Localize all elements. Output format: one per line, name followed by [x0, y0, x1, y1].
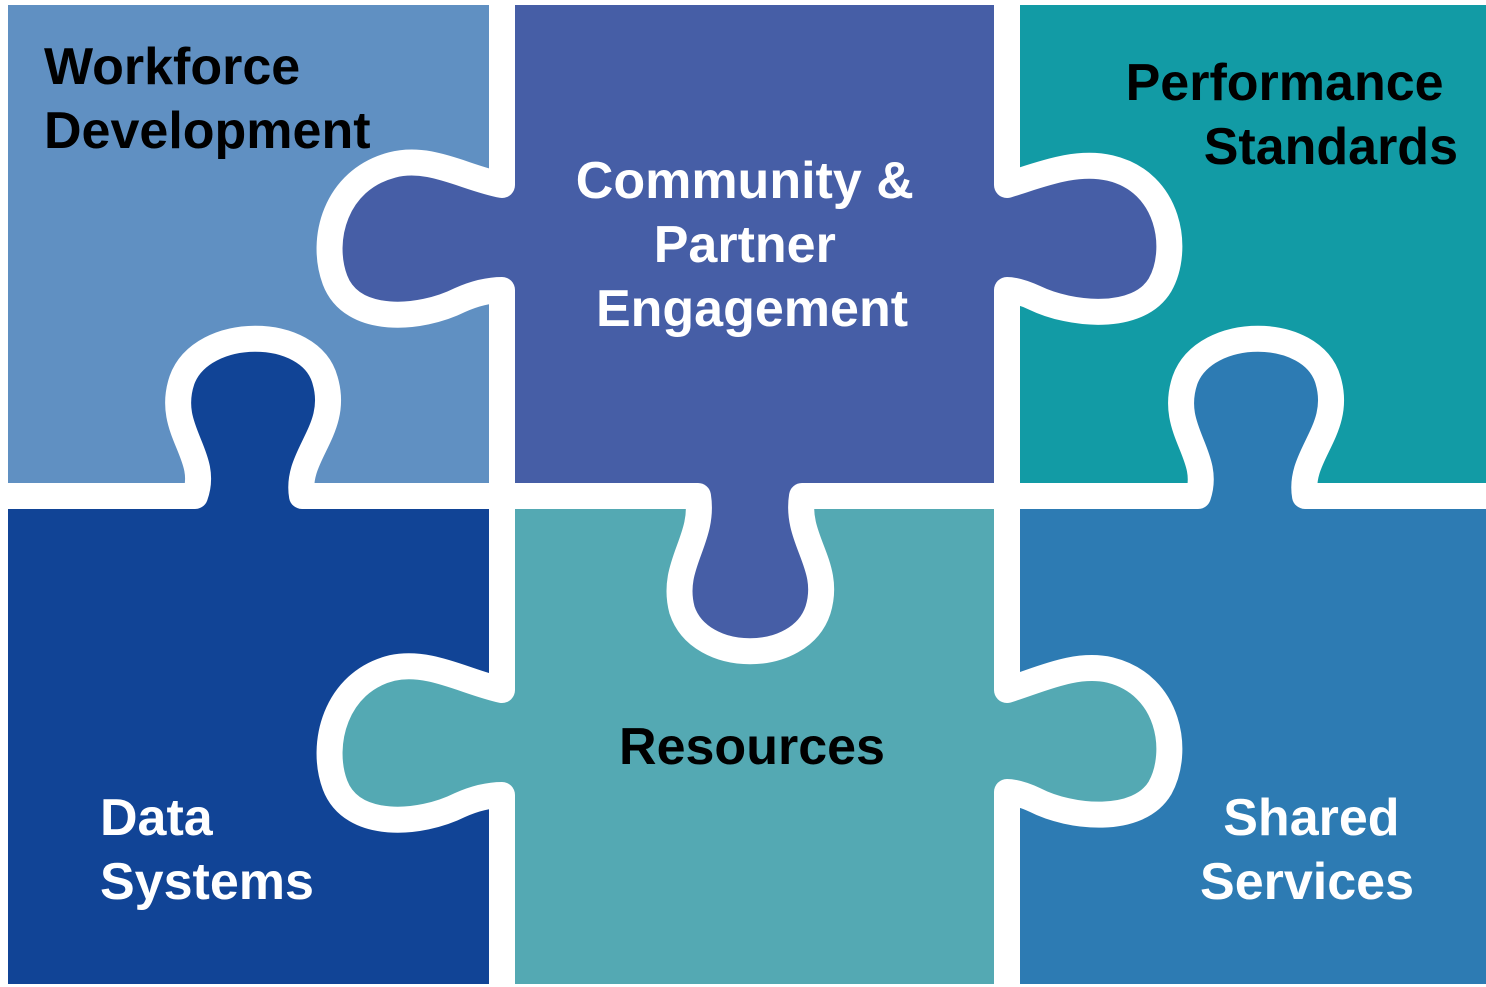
knob-resources-left [329, 666, 502, 820]
label-workforce-development: Workforce Development [44, 38, 371, 160]
piece-community-partner-engagement [502, 5, 1007, 496]
label-community-partner-engagement: Community & Partner Engagement [576, 152, 928, 338]
knob-data-systems-top [178, 338, 329, 496]
knob-shared-services-top [1181, 338, 1332, 496]
label-resources: Resources [619, 718, 885, 776]
knob-resources-right [1007, 668, 1170, 815]
label-line: Systems [100, 853, 314, 911]
label-performance-standards: Performance Standards [1126, 54, 1458, 176]
seam-h-right [994, 325, 1486, 509]
label-line: Services [1200, 853, 1414, 911]
label-line: Data [100, 789, 214, 847]
label-line: Shared [1223, 789, 1399, 847]
knob-community-left [329, 162, 502, 315]
knob-community-bottom [679, 496, 822, 652]
knob-community-right [1007, 165, 1170, 312]
seam-h-left [0, 325, 515, 509]
seam-v-right-top [994, 0, 1183, 509]
label-line: Performance [1126, 54, 1444, 112]
label-line: Standards [1204, 118, 1458, 176]
label-line: Engagement [596, 280, 908, 338]
label-line: Resources [619, 718, 885, 776]
seam-v-left-top [316, 0, 515, 509]
seam-v-right-bottom [994, 483, 1183, 987]
label-line: Workforce [44, 38, 300, 96]
label-data-systems: Data Systems [100, 789, 314, 911]
seam-h-middle [489, 483, 1020, 665]
label-line: Community & [576, 152, 914, 210]
label-line: Development [44, 102, 371, 160]
label-line: Partner [654, 216, 836, 274]
seam-v-left-bottom [316, 483, 515, 987]
label-shared-services: Shared Services [1200, 789, 1414, 911]
